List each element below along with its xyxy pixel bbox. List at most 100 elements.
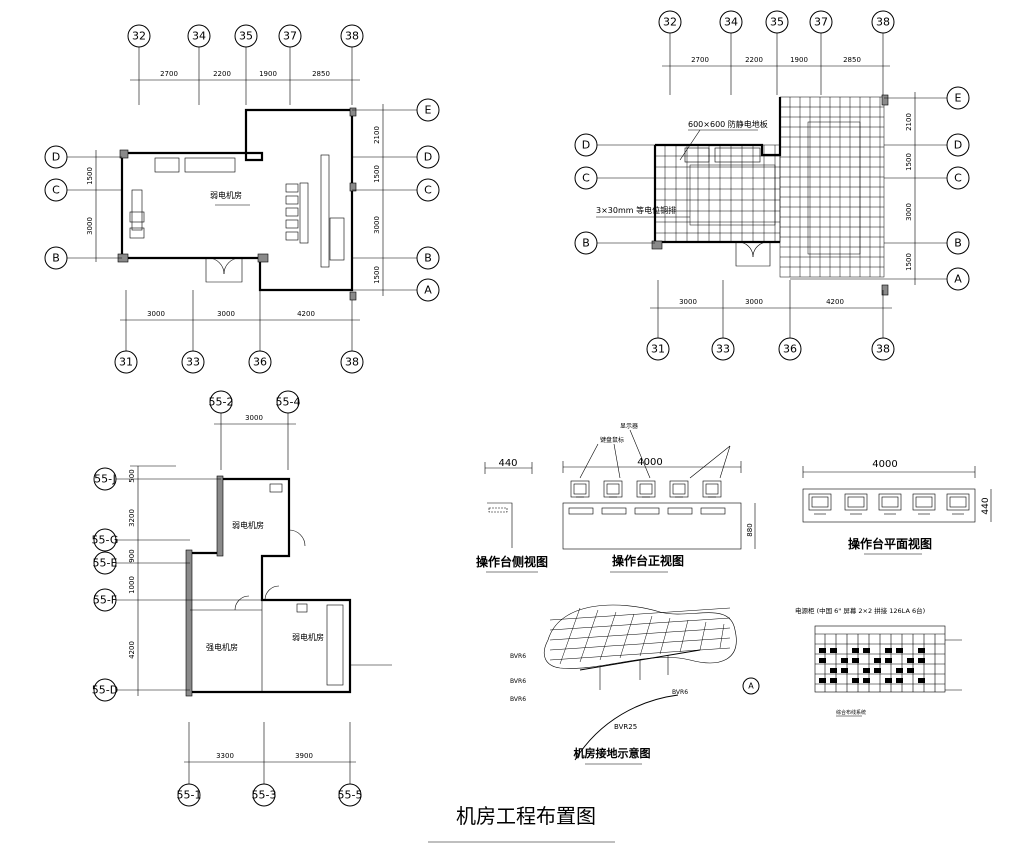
svg-text:1500: 1500	[86, 167, 94, 185]
desk-side-view: 440 操作台侧视图	[476, 458, 548, 573]
axis-bubble: D	[44, 145, 122, 169]
axis-bubble: 34	[719, 10, 743, 95]
svg-text:36: 36	[783, 343, 797, 356]
svg-text:36: 36	[253, 356, 267, 369]
svg-text:1900: 1900	[259, 70, 277, 78]
caption: 操作台侧视图	[476, 554, 548, 569]
note: 600×600 防静电地板	[688, 119, 768, 129]
axis-bubble: B	[574, 231, 655, 255]
svg-text:4200: 4200	[297, 310, 315, 318]
svg-text:3000: 3000	[745, 298, 763, 306]
axis-bubble: B	[352, 246, 440, 270]
plan-3: 55-2 55-4 3000 弱电机房 强电机房 弱电机房 55-J 55-G …	[92, 390, 392, 807]
svg-text:C: C	[954, 172, 962, 185]
axis-bubble: D	[352, 145, 440, 169]
plan-1: 32 34 35 37 38 2700 2200 1900 2850	[44, 24, 440, 374]
svg-text:1000: 1000	[128, 576, 136, 594]
svg-text:32: 32	[663, 16, 677, 29]
svg-text:3300: 3300	[216, 752, 234, 760]
svg-text:500: 500	[128, 469, 136, 482]
svg-text:35: 35	[770, 16, 784, 29]
svg-text:C: C	[582, 172, 590, 185]
svg-text:2100: 2100	[373, 126, 381, 144]
svg-text:BVR6: BVR6	[672, 689, 688, 696]
caption: 操作台正视图	[612, 553, 684, 568]
axis-bubble: A	[260, 278, 440, 302]
svg-text:电源柜 (中国 6" 屏幕 2×2 拼接 126LA 6台): 电源柜 (中国 6" 屏幕 2×2 拼接 126LA 6台)	[795, 606, 925, 615]
svg-text:34: 34	[724, 16, 738, 29]
svg-text:31: 31	[651, 343, 665, 356]
axis-bubble: 38	[340, 300, 364, 374]
svg-text:1500: 1500	[905, 153, 913, 171]
svg-text:55-D: 55-D	[92, 684, 118, 697]
svg-text:1500: 1500	[373, 165, 381, 183]
svg-text:4200: 4200	[826, 298, 844, 306]
svg-text:3000: 3000	[147, 310, 165, 318]
svg-text:3000: 3000	[86, 217, 94, 235]
svg-text:3000: 3000	[905, 203, 913, 221]
svg-text:BVR25: BVR25	[614, 723, 637, 731]
axis-bubble: 31	[646, 280, 670, 361]
axis-bubble: 35	[234, 24, 258, 105]
axis-bubble: D	[884, 133, 970, 157]
svg-text:D: D	[582, 139, 590, 152]
axis-bubble: 55-F	[93, 588, 262, 612]
svg-text:3000: 3000	[245, 414, 263, 422]
svg-text:2850: 2850	[843, 56, 861, 64]
svg-text:55-4: 55-4	[276, 396, 301, 409]
room-label: 弱电机房	[232, 520, 264, 530]
axis-bubble: 37	[278, 24, 302, 105]
svg-text:4000: 4000	[637, 457, 662, 468]
svg-text:38: 38	[345, 30, 359, 43]
axis-bubble: 55-4	[276, 390, 301, 470]
keyboard-icon	[700, 507, 726, 515]
axis-bubble: B	[884, 231, 970, 255]
axis-bubble: 36	[248, 290, 272, 374]
svg-text:31: 31	[119, 356, 133, 369]
svg-text:55-J: 55-J	[94, 473, 116, 486]
svg-text:BVR6: BVR6	[510, 678, 526, 685]
room-label: 强电机房	[206, 642, 238, 652]
desk-top-view: 4000 440 操作台平面视图	[802, 459, 992, 555]
svg-text:综合布线系统: 综合布线系统	[836, 709, 866, 716]
svg-text:2200: 2200	[745, 56, 763, 64]
svg-text:1500: 1500	[905, 253, 913, 271]
svg-text:33: 33	[186, 356, 200, 369]
desk-front-view: 4000 880 显示器 键盘鼠标 操作台正视图	[562, 423, 756, 573]
svg-text:E: E	[955, 92, 962, 105]
svg-text:2700: 2700	[160, 70, 178, 78]
svg-text:D: D	[954, 139, 962, 152]
axis-bubble: 38	[340, 24, 364, 105]
axis-bubble: 33	[711, 280, 735, 361]
svg-text:B: B	[954, 237, 962, 250]
svg-text:880: 880	[746, 523, 754, 536]
svg-text:D: D	[424, 151, 432, 164]
svg-text:900: 900	[128, 549, 136, 562]
grounding-schematic: A BVR6 BVR6 BVR6 BVR6 BVR25 机房接地示意图	[510, 604, 760, 765]
svg-text:2100: 2100	[905, 113, 913, 131]
svg-text:37: 37	[283, 30, 297, 43]
svg-text:键盘鼠标: 键盘鼠标	[600, 436, 624, 444]
keyboard-icon	[634, 507, 660, 515]
keyboard-icon	[667, 507, 693, 515]
svg-text:2200: 2200	[213, 70, 231, 78]
svg-text:3000: 3000	[679, 298, 697, 306]
axis-bubble: 37	[809, 10, 833, 95]
svg-text:C: C	[52, 184, 60, 197]
svg-text:BVR6: BVR6	[510, 696, 526, 703]
svg-text:A: A	[748, 682, 754, 691]
svg-text:440: 440	[498, 458, 517, 469]
axis-bubble: 55-E	[93, 551, 190, 575]
axis-bubble: 35	[765, 10, 789, 95]
room-label: 弱电机房	[292, 632, 324, 642]
axis-bubble: 34	[187, 24, 211, 105]
axis-bubble: A	[790, 267, 970, 291]
svg-text:35: 35	[239, 30, 253, 43]
axis-bubble: 55-G	[92, 528, 190, 552]
svg-text:55-F: 55-F	[93, 594, 117, 607]
svg-text:3200: 3200	[128, 509, 136, 527]
axis-bubble: 38	[871, 290, 895, 361]
axis-bubble: 32	[658, 10, 682, 95]
monitor-icon	[808, 493, 832, 511]
